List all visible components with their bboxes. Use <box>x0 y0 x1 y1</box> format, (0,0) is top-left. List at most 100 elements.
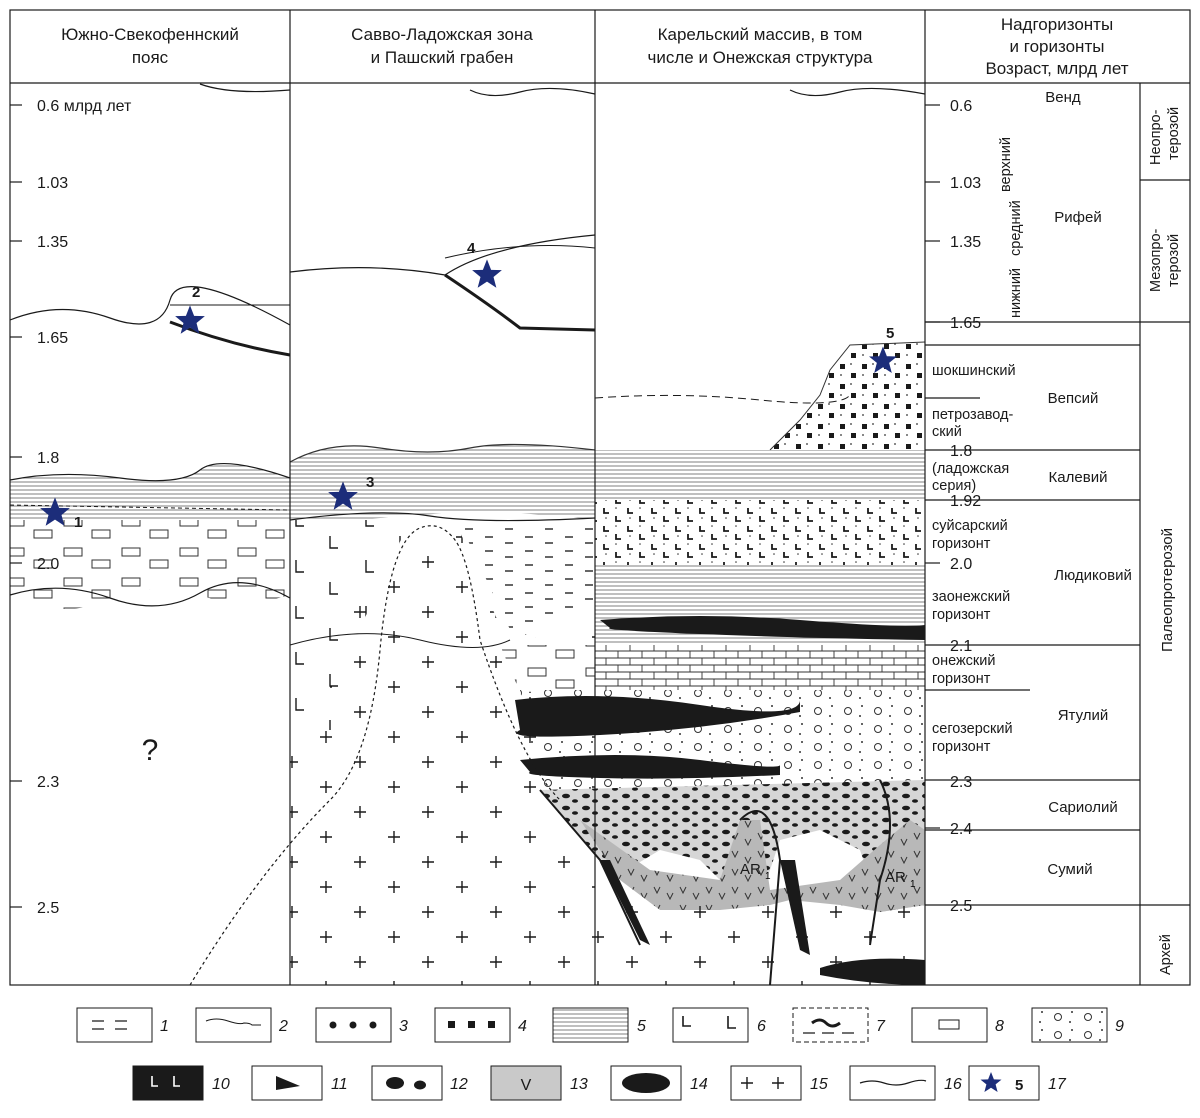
contact-lines <box>9 83 926 986</box>
col4-header-line3: Возраст, млрд лет <box>985 59 1128 78</box>
col1-header-line2: пояс <box>132 48 169 67</box>
right-age-label: 1.35 <box>950 234 981 251</box>
horizon-suisar-1: суйсарский <box>932 518 1008 534</box>
horizon-shoksha: шокшинский <box>932 363 1016 379</box>
horizon-onezh-2: горизонт <box>932 671 991 687</box>
legend-swatch-rect <box>911 1007 988 1043</box>
right-age-label: 0.6 <box>950 98 972 115</box>
star-number: 5 <box>886 325 894 342</box>
col2-header-line1: Савво-Ладожская зона <box>351 25 533 44</box>
archean-basement-labels: AR 1 AR 1 <box>740 861 916 890</box>
legend-swatch-hlines <box>552 1007 629 1043</box>
legend-number: 16 <box>944 1076 962 1093</box>
legend-swatch-star <box>968 1065 1040 1101</box>
star-icon <box>472 259 502 288</box>
horizon-segoz-1: сегозерский <box>932 721 1013 737</box>
legend-swatch-angles <box>672 1007 749 1043</box>
right-age-label: 2.1 <box>950 638 972 655</box>
legend-number: 1 <box>160 1018 169 1035</box>
horizon-ladoga-2: серия) <box>932 478 976 494</box>
legend-swatch-ovals <box>371 1065 443 1101</box>
star-number: 4 <box>467 240 476 257</box>
col2-header-line2: и Пашский грабен <box>371 48 514 67</box>
superhorizon-vend: Венд <box>1045 89 1081 106</box>
superhorizon-ludicovian: Людиковий <box>1054 567 1132 584</box>
superhorizon-sariolian: Сариолий <box>1048 799 1118 816</box>
left-age-label: 2.0 <box>37 556 59 573</box>
right-age-label: 2.5 <box>950 898 972 915</box>
riphean-subdivisions: нижний средний верхний <box>998 137 1024 318</box>
riphean-lower: нижний <box>1008 268 1024 318</box>
era-labels: Неопро- терозой Мезопро- терозой Палеопр… <box>1148 107 1182 975</box>
archean-sub-1: 1 <box>765 871 771 882</box>
horizon-ladoga-1: (ладожская <box>932 461 1009 477</box>
legend-number: 9 <box>1115 1018 1124 1035</box>
column-headers: Южно-Свекофеннский пояс Савво-Ладожская … <box>61 15 1129 78</box>
legend-number: 2 <box>278 1018 288 1035</box>
era-neo-2: терозой <box>1166 107 1182 160</box>
legend-number: 6 <box>757 1018 766 1035</box>
archean-label-2: AR <box>885 869 906 886</box>
horizon-petro-2: ский <box>932 424 962 440</box>
col1-strata <box>10 463 290 609</box>
left-age-ticks <box>10 104 22 908</box>
col3-header-line1: Карельский массив, в том <box>658 25 863 44</box>
dark-layers <box>515 616 925 985</box>
col4-header-line1: Надгоризонты <box>1001 15 1113 34</box>
horizon-petro-1: петрозавод- <box>932 407 1014 423</box>
legend-number: 8 <box>995 1018 1004 1035</box>
right-age-label: 1.92 <box>950 493 981 510</box>
riphean-middle: средний <box>1008 200 1024 256</box>
right-age-label: 2.4 <box>950 821 972 838</box>
right-age-label: 1.8 <box>950 443 972 460</box>
legend-number: 17 <box>1048 1076 1067 1093</box>
right-age-labels: 0.6 1.03 1.35 1.65 1.8 1.92 2.0 2.1 2.3 … <box>950 98 981 915</box>
legend-number: 15 <box>810 1076 828 1093</box>
left-age-label: 2.5 <box>37 900 59 917</box>
sample-stars: 1 2 3 4 5 <box>40 240 897 531</box>
svg-text:V: V <box>521 1077 532 1094</box>
left-age-labels: 0.6 млрд лет 1.03 1.35 1.65 1.8 2.0 2.3 … <box>37 98 132 917</box>
right-age-label: 2.0 <box>950 556 972 573</box>
legend-star-number: 5 <box>1015 1077 1023 1094</box>
legend-swatch-gabbro <box>132 1065 204 1101</box>
star-number: 2 <box>192 284 200 301</box>
legend-number: 13 <box>570 1076 588 1093</box>
legend-swatch-water <box>76 1007 153 1043</box>
col2-granite-dome <box>290 520 595 985</box>
superhorizon-vepsian: Вепсий <box>1048 390 1099 407</box>
legend-number: 14 <box>690 1076 708 1093</box>
legend-number: 7 <box>876 1018 886 1035</box>
superhorizon-kalevian: Калевий <box>1049 469 1108 486</box>
legend-number: 10 <box>212 1076 230 1093</box>
horizon-onezh-1: онежский <box>932 653 995 669</box>
legend-swatch-conglomerate <box>1031 1007 1108 1043</box>
legend: 1 2 3 4 5 6 7 8 9 10 11 12 <box>76 1007 1124 1101</box>
left-age-label: 1.8 <box>37 450 59 467</box>
era-neo-1: Неопро- <box>1148 109 1164 165</box>
right-age-label: 1.65 <box>950 315 981 332</box>
left-age-label: 0.6 млрд лет <box>37 98 132 115</box>
unknown-age-mark: ? <box>142 734 159 767</box>
superhorizon-jatulian: Ятулий <box>1058 707 1109 724</box>
riphean-upper: верхний <box>998 137 1014 192</box>
col1-header-line1: Южно-Свекофеннский <box>61 25 239 44</box>
horizon-segoz-2: горизонт <box>932 739 991 755</box>
legend-number: 4 <box>518 1018 527 1035</box>
legend-swatch-boundary <box>849 1065 936 1101</box>
horizon-suisar-2: горизонт <box>932 536 991 552</box>
horizon-labels: шокшинский петрозавод- ский (ладожская с… <box>932 363 1016 755</box>
legend-swatch-volcanic <box>490 1065 562 1101</box>
legend-number: 5 <box>637 1018 646 1035</box>
star-number: 3 <box>366 474 374 491</box>
legend-number: 12 <box>450 1076 468 1093</box>
left-age-label: 2.3 <box>37 774 59 791</box>
col4-header-line2: и горизонты <box>1010 37 1105 56</box>
col2-kalevian-strata <box>289 443 596 521</box>
right-age-ticks <box>925 104 940 829</box>
legend-number: 3 <box>399 1018 408 1035</box>
era-meso-2: терозой <box>1166 234 1182 287</box>
archean-sub-2: 1 <box>910 879 916 890</box>
archean-label-1: AR <box>740 861 761 878</box>
